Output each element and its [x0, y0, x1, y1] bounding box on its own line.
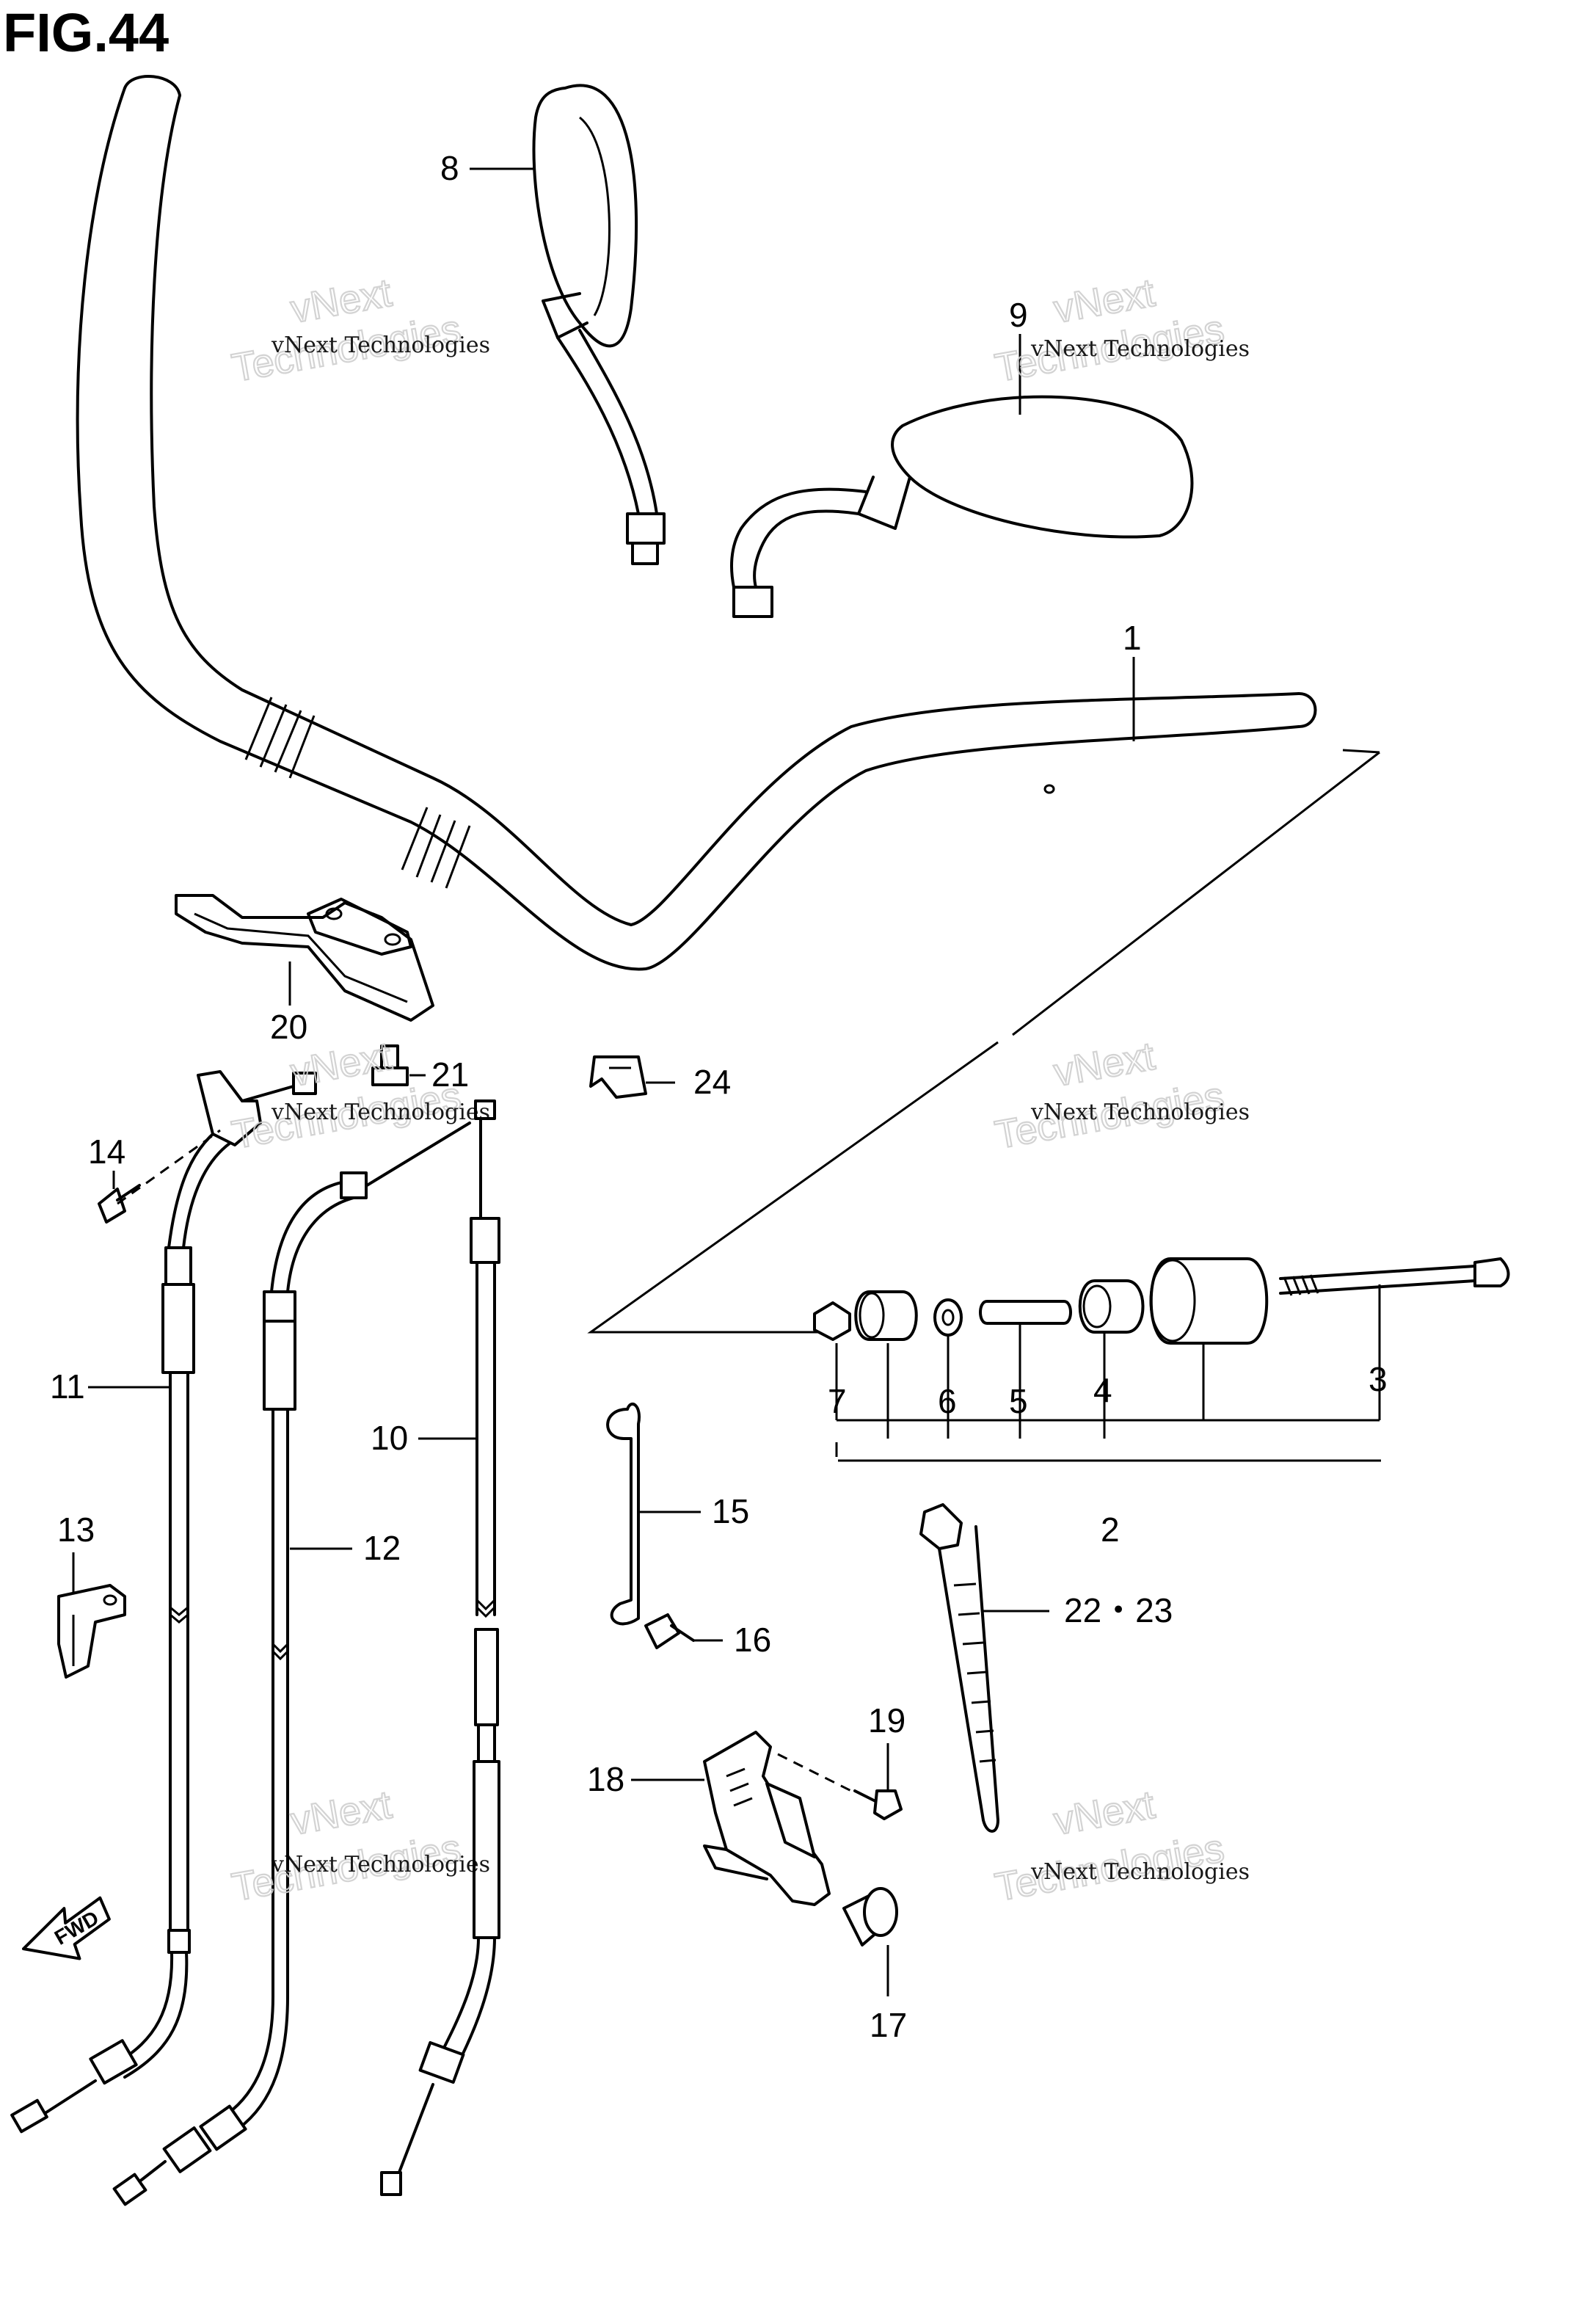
callout-24: 24	[693, 1063, 731, 1101]
clamp-part-24	[589, 1055, 647, 1099]
watermark-bottom-left: vNext Technologies vNext Technologies	[228, 1782, 490, 1911]
fwd-arrow-icon: FWD	[21, 1896, 111, 1960]
callout-7: 7	[828, 1382, 847, 1420]
bolt-part-3	[1279, 1265, 1476, 1295]
spacer-part	[854, 1290, 918, 1341]
svg-text:vNext: vNext	[288, 1783, 395, 1844]
watermark-mid-right: vNext Technologies vNext Technologies	[991, 1033, 1250, 1158]
callout-3: 3	[1369, 1360, 1388, 1398]
cable-part-10	[380, 1099, 500, 2196]
svg-text:vNext: vNext	[1051, 1783, 1158, 1844]
bolt-part-19	[777, 1753, 903, 1820]
callout-11: 11	[50, 1367, 85, 1406]
collar-part-5	[979, 1300, 1072, 1325]
mirror-right-part-9	[730, 395, 1194, 618]
svg-text:vNext Technologies: vNext Technologies	[271, 1099, 490, 1125]
callout-4: 4	[1093, 1371, 1112, 1409]
svg-text:vNext Technologies: vNext Technologies	[1030, 1859, 1250, 1885]
bracket-part-20	[175, 894, 434, 1022]
callout-18: 18	[587, 1760, 624, 1798]
watermark-mid-left: vNext Technologies vNext Technologies	[228, 1033, 490, 1158]
cable-tie-part-22-23	[919, 1503, 999, 1833]
assembly-bracket-lines	[835, 1284, 1381, 1457]
handlebar-part-1	[76, 75, 1317, 971]
figure-title: FIG.44	[3, 2, 169, 63]
callout-8: 8	[440, 149, 459, 187]
screw-part-16	[644, 1613, 695, 1649]
watermark-top-right: vNext Technologies vNext Technologies	[991, 270, 1250, 391]
callout-12: 12	[363, 1529, 401, 1567]
svg-text:vNext Technologies: vNext Technologies	[1030, 336, 1250, 362]
callout-6: 6	[938, 1382, 957, 1420]
svg-text:vNext Technologies: vNext Technologies	[271, 332, 490, 358]
svg-text:vNext Technologies: vNext Technologies	[1030, 1099, 1250, 1125]
bar-end-assembly-part-2	[813, 1257, 1510, 1345]
callout-22-23: 22・23	[1064, 1591, 1173, 1629]
callout-19: 19	[868, 1701, 906, 1740]
clip-part-15	[606, 1403, 641, 1626]
bracket-part-18	[703, 1731, 831, 1906]
callout-14: 14	[88, 1133, 125, 1171]
callout-1: 1	[1123, 619, 1142, 657]
cable-part-11	[10, 1070, 317, 2134]
mirror-left-part-8	[532, 84, 666, 565]
svg-text:vNext: vNext	[1051, 1034, 1158, 1095]
callout-16: 16	[734, 1621, 771, 1659]
leader-lines	[72, 167, 1135, 1996]
svg-text:vNext Technologies: vNext Technologies	[271, 1852, 490, 1877]
watermark-bottom-right: vNext Technologies vNext Technologies	[991, 1782, 1250, 1911]
washer-part-6	[933, 1298, 963, 1337]
button-part-17	[842, 1887, 898, 1946]
callout-2: 2	[1101, 1511, 1120, 1549]
callout-20: 20	[270, 1008, 307, 1046]
bush-part-4	[1078, 1279, 1145, 1334]
nut-part-7	[813, 1301, 851, 1341]
callout-10: 10	[371, 1419, 408, 1457]
callout-21: 21	[431, 1055, 469, 1094]
callout-17: 17	[870, 2006, 907, 2044]
bolt-part-14	[98, 1184, 141, 1224]
exploded-view-guide	[587, 749, 1380, 1334]
callout-15: 15	[712, 1492, 749, 1530]
watermark-top-left: vNext Technologies vNext Technologies	[228, 270, 490, 391]
callout-13: 13	[57, 1511, 95, 1549]
weight-part	[1149, 1257, 1269, 1345]
callout-5: 5	[1009, 1382, 1028, 1420]
cable-part-12	[112, 1122, 471, 2206]
bolt-part-21	[371, 1044, 409, 1086]
stay-part-13	[57, 1584, 126, 1679]
callout-9: 9	[1009, 296, 1028, 334]
callout-labels: 1 2 3 4 5 6 7 8 9 10 11 12 13 14 15 16 1…	[50, 149, 1388, 2044]
